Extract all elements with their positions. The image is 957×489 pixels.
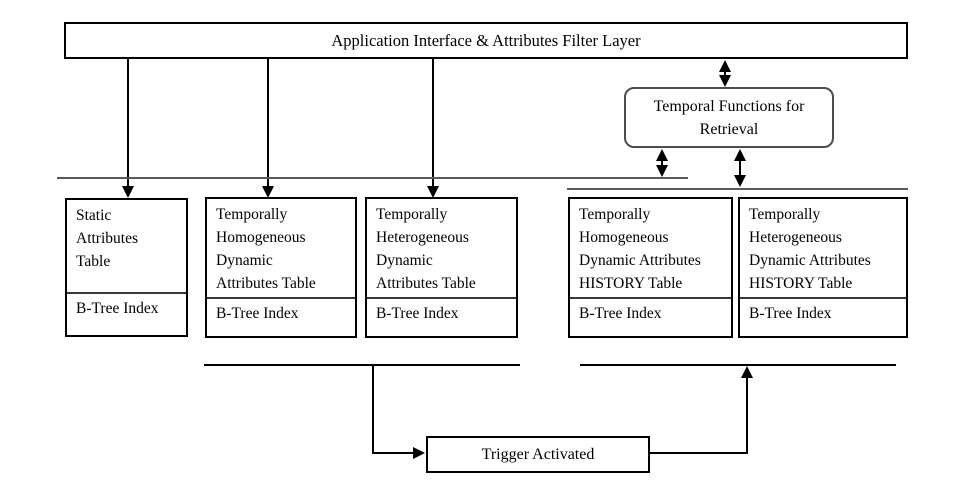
- bus-line-left: [57, 177, 688, 179]
- bottom-line-right: [580, 364, 896, 366]
- table-divider: [570, 297, 731, 299]
- table-box-homogeneous-history: Temporally Homogeneous Dynamic Attribute…: [568, 197, 733, 338]
- arrowhead-down-icon: [656, 165, 668, 177]
- table-name: Temporally Homogeneous Dynamic Attribute…: [216, 206, 316, 292]
- arrowhead-down-icon: [719, 75, 731, 87]
- arrowhead-down-icon: [122, 186, 134, 198]
- trigger-connector-in-line: [372, 452, 414, 454]
- temporal-functions-box: Temporal Functions for Retrieval: [624, 87, 834, 148]
- trigger-activated-label: Trigger Activated: [481, 445, 595, 463]
- btree-index-label: B-Tree Index: [216, 305, 299, 322]
- bus-line-right: [567, 188, 908, 190]
- arrowhead-down-icon: [734, 175, 746, 187]
- arrowhead-down-icon: [427, 186, 439, 198]
- double-arrow-right-line: [739, 158, 741, 178]
- arrowhead-up-icon: [656, 149, 668, 161]
- trigger-activated-box: Trigger Activated: [426, 436, 650, 473]
- bottom-line-left: [204, 364, 520, 366]
- table-divider: [207, 297, 355, 299]
- arrowhead-down-icon: [262, 186, 274, 198]
- trigger-connector-out-line: [650, 452, 748, 454]
- table-name: Temporally Homogeneous Dynamic Attribute…: [579, 206, 701, 292]
- table-divider: [67, 292, 186, 294]
- arrow-line-to-homogeneous-table: [267, 58, 269, 187]
- table-box-homogeneous-dynamic: Temporally Homogeneous Dynamic Attribute…: [205, 197, 357, 338]
- arrowhead-up-icon: [719, 60, 731, 72]
- arrow-line-to-heterogeneous-table: [432, 58, 434, 187]
- table-box-static-attributes: Static Attributes Table B-Tree Index: [65, 198, 188, 337]
- application-interface-layer-box: Application Interface & Attributes Filte…: [64, 22, 908, 59]
- table-divider: [367, 297, 516, 299]
- table-name: Temporally Heterogeneous Dynamic Attribu…: [749, 206, 871, 292]
- trigger-connector-up-line: [746, 377, 748, 454]
- table-divider: [740, 297, 906, 299]
- application-interface-layer-label: Application Interface & Attributes Filte…: [331, 30, 641, 50]
- btree-index-label: B-Tree Index: [749, 305, 832, 322]
- double-arrow-top-line: [724, 69, 726, 79]
- arrow-line-to-static-table: [127, 58, 129, 187]
- arrowhead-up-icon: [734, 149, 746, 161]
- double-arrow-left-line: [661, 158, 663, 168]
- table-name: Temporally Heterogeneous Dynamic Attribu…: [376, 206, 476, 292]
- btree-index-label: B-Tree Index: [376, 305, 459, 322]
- arrowhead-right-icon: [413, 447, 425, 459]
- table-box-heterogeneous-history: Temporally Heterogeneous Dynamic Attribu…: [738, 197, 908, 338]
- trigger-connector-down-line: [372, 365, 374, 454]
- temporal-functions-label: Temporal Functions for Retrieval: [653, 97, 805, 138]
- btree-index-label: B-Tree Index: [579, 305, 662, 322]
- arrowhead-up-icon: [741, 366, 753, 378]
- table-name: Static Attributes Table: [76, 207, 138, 270]
- btree-index-label: B-Tree Index: [76, 300, 159, 317]
- table-box-heterogeneous-dynamic: Temporally Heterogeneous Dynamic Attribu…: [365, 197, 518, 338]
